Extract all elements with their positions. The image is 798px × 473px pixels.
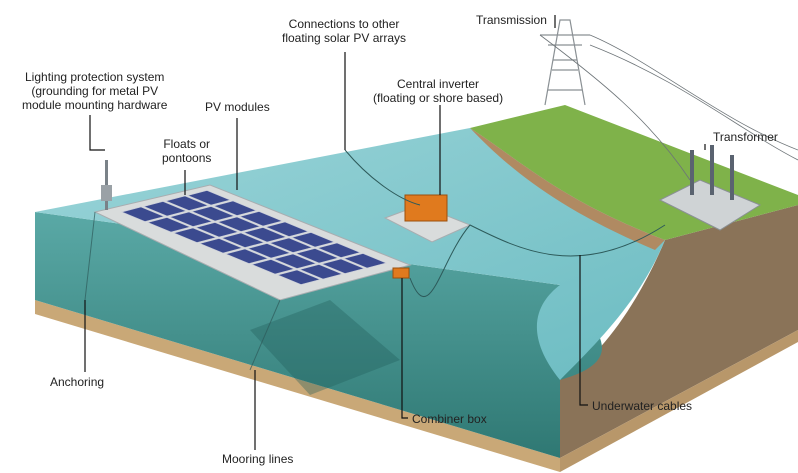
underwater-cable	[409, 224, 666, 297]
pv-panel	[213, 200, 257, 216]
label-connections: Connections to other floating solar PV a…	[282, 17, 406, 45]
label-line: Connections to other	[288, 17, 400, 31]
mooring-line	[84, 211, 281, 371]
pv-panel	[343, 253, 387, 269]
central-inverter	[404, 194, 448, 222]
pv-panel	[243, 227, 287, 243]
pv-panel	[191, 206, 235, 222]
label-line: (floating or shore based)	[373, 91, 504, 105]
label-mooring-lines: Mooring lines	[222, 452, 294, 466]
pv-panel	[143, 201, 187, 217]
label-line: Floats or	[163, 137, 211, 151]
label-pv-modules: PV modules	[205, 100, 270, 114]
pv-modules	[121, 190, 387, 285]
transmission-tower	[539, 19, 798, 181]
label-line: Lighting protection system	[25, 70, 165, 84]
label-lightning-protection: Lighting protection system (grounding fo…	[22, 70, 167, 112]
label-anchoring: Anchoring	[50, 375, 105, 389]
pv-panel	[291, 232, 335, 248]
label-underwater-cables: Underwater cables	[592, 399, 693, 413]
pv-panel	[217, 216, 261, 232]
label-floats: Floats or pontoons	[162, 137, 211, 165]
pv-panel	[169, 211, 213, 227]
label-transformer: Transformer	[713, 130, 778, 144]
leader-lines	[84, 15, 706, 450]
label-central-inverter: Central inverter (floating or shore base…	[373, 77, 503, 105]
sand-right	[560, 330, 798, 472]
pv-panel	[121, 206, 165, 222]
transformer	[658, 145, 762, 231]
label-combiner-box: Combiner box	[412, 412, 487, 426]
array-shadow	[250, 300, 400, 395]
water-front-face	[35, 212, 602, 458]
pv-panel	[265, 221, 309, 237]
pv-panel	[195, 222, 239, 238]
pv-panel	[199, 238, 243, 254]
cable-connections	[344, 149, 421, 206]
label-line: floating solar PV arrays	[282, 31, 407, 45]
soil-face	[560, 205, 798, 458]
label-transmission: Transmission	[476, 13, 547, 27]
pv-panel	[173, 227, 217, 243]
pv-panel	[225, 248, 269, 264]
combiner-box	[392, 267, 410, 279]
label-line: (grounding for metal PV	[31, 84, 159, 98]
pv-panel	[147, 217, 191, 233]
pv-panel	[165, 195, 209, 211]
label-line: module mounting hardware	[22, 98, 168, 112]
pv-panel	[239, 211, 283, 227]
sand-bottom	[35, 300, 560, 472]
pv-panel	[247, 243, 291, 259]
pv-panel	[273, 253, 317, 269]
pv-panel	[317, 242, 361, 258]
pv-panel	[221, 232, 265, 248]
pv-panel	[277, 269, 321, 285]
pv-panel	[299, 264, 343, 280]
pv-panel	[251, 259, 295, 275]
pv-panel	[269, 237, 313, 253]
label-line: pontoons	[162, 151, 212, 165]
lightning-rod-base	[101, 185, 112, 201]
pv-panel	[295, 248, 339, 264]
pv-panel	[321, 258, 365, 274]
shore-bank	[470, 128, 665, 250]
label-line: Central inverter	[397, 77, 480, 91]
pv-panel	[187, 190, 231, 206]
